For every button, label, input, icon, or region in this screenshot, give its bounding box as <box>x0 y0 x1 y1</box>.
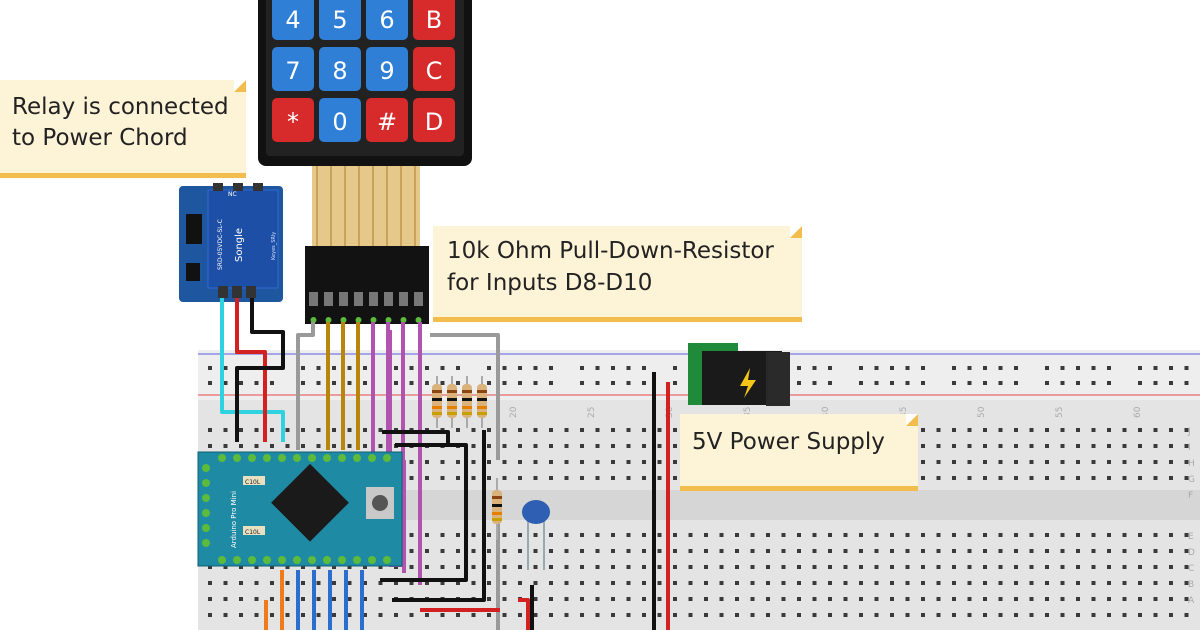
keypad-key-label: 7 <box>285 57 300 85</box>
breadboard-col-label: 45 <box>899 407 909 418</box>
breadboard-col-label: 55 <box>1055 407 1065 418</box>
lightning-icon <box>740 368 756 398</box>
keypad-key <box>319 47 361 91</box>
keypad-key-label: # <box>377 108 397 136</box>
breadboard-row-label: A <box>1188 596 1195 606</box>
breadboard-col-label: 25 <box>587 407 597 418</box>
breadboard-col-label: 60 <box>1133 406 1143 418</box>
wires <box>220 298 670 630</box>
keypad: 4 5 6 B 7 8 9 C * 0 # D <box>258 0 472 324</box>
breadboard-row-label: D <box>1188 548 1195 558</box>
resistor-note-line2: for Inputs D8-D10 <box>447 270 653 296</box>
keypad-key <box>272 98 314 142</box>
resistor-note: 10k Ohm Pull-Down-Resistor for Inputs D8… <box>433 226 802 322</box>
breadboard-row-label: E <box>1188 532 1194 542</box>
resistor-note-line1: 10k Ohm Pull-Down-Resistor <box>447 238 774 264</box>
keypad-key-label: 0 <box>332 108 347 136</box>
relay-note-line1: Relay is connected <box>12 94 229 120</box>
arduino-pro-mini: C10L C10L Arduino Pro Mini <box>197 451 403 567</box>
keypad-key <box>366 47 408 91</box>
relay-model-label: SRD-05VDC-SL-C <box>217 219 224 270</box>
power-note-line1: 5V Power Supply <box>692 429 885 455</box>
relay-note: Relay is connected to Power Chord <box>0 80 246 178</box>
arduino-cap2: C10L <box>245 529 261 536</box>
relay-module: NC Songle SRD-05VDC-SL-C Keyes_SRly <box>179 183 283 302</box>
breadboard-row-label: J <box>1187 427 1191 437</box>
breadboard-col-label: 40 <box>821 406 831 418</box>
breadboard-row-label: H <box>1188 459 1195 469</box>
relay-brand-label: Songle <box>234 228 245 262</box>
keypad-key <box>272 47 314 91</box>
keypad-key-label: 4 <box>285 6 300 34</box>
keypad-key <box>413 47 455 91</box>
breadboard-row-label: B <box>1188 580 1194 590</box>
keypad-key <box>366 0 408 40</box>
breadboard-col-label: 35 <box>743 407 753 418</box>
relay-note-line2: to Power Chord <box>12 125 188 151</box>
keypad-key <box>319 0 361 40</box>
keypad-key-label: 5 <box>332 6 347 34</box>
relay-nc-label: NC <box>228 191 237 198</box>
breadboard-row-label: F <box>1188 491 1193 501</box>
relay-marking-label: Keyes_SRly <box>271 232 277 260</box>
keypad-key-label: 8 <box>332 57 347 85</box>
keypad-key-label: 9 <box>379 57 394 85</box>
keypad-key <box>319 98 361 142</box>
keypad-key-label: B <box>426 6 442 34</box>
power-jack <box>688 343 790 406</box>
keypad-key <box>366 98 408 142</box>
arduino-cap1: C10L <box>245 479 261 486</box>
keypad-key <box>272 0 314 40</box>
keypad-key-label: * <box>287 108 299 136</box>
keypad-key <box>413 0 455 40</box>
keypad-key-label: D <box>425 108 443 136</box>
breadboard-row-label: C <box>1188 564 1194 574</box>
keypad-key <box>413 98 455 142</box>
power-note: 5V Power Supply <box>680 414 918 491</box>
breadboard-row-label: G <box>1188 475 1195 485</box>
breadboard-col-label: 20 <box>509 406 519 418</box>
keypad-key-label: 6 <box>379 6 394 34</box>
breadboard-row-label: I <box>1188 443 1191 453</box>
keypad-key-label: C <box>426 57 443 85</box>
arduino-name: Arduino Pro Mini <box>230 491 238 548</box>
breadboard-col-label: 50 <box>977 406 987 418</box>
capacitor <box>522 500 550 570</box>
resistors <box>432 376 502 540</box>
